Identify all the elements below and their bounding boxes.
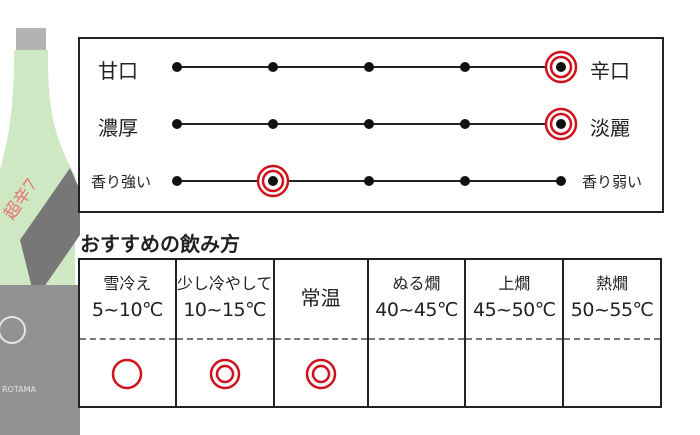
taste-left-label-2: 香り強い (91, 173, 152, 191)
double-circle-icon (209, 358, 240, 390)
serving-rating-2 (272, 339, 369, 408)
serving-name: 熱燗 (596, 274, 629, 293)
serving-name: 上燗 (498, 274, 531, 293)
scale-dot (556, 119, 566, 129)
scale-dot (268, 62, 278, 72)
svg-text:ROTAMA: ROTAMA (2, 385, 36, 394)
serving-header-0: 雪冷え 5~10℃ (78, 258, 177, 340)
scale-dot (556, 62, 566, 72)
scale-dot (364, 176, 374, 186)
scale-dot (268, 176, 278, 186)
serving-header-1: 少し冷やして 10~15℃ (174, 258, 275, 340)
scale-dot (268, 119, 278, 129)
serving-name: 雪冷え (103, 274, 152, 293)
serving-rating-3 (366, 339, 467, 408)
serving-temp: 50~55℃ (570, 299, 654, 321)
serving-header-3: ぬる燗 40~45℃ (366, 258, 467, 340)
serving-rating-0 (78, 339, 177, 408)
taste-left-label-0: 甘口 (98, 59, 138, 83)
serving-header-2: 常温 (272, 258, 369, 340)
double-circle-icon (305, 358, 336, 390)
serving-temp: 40~45℃ (375, 299, 458, 321)
scale-dot (556, 176, 566, 186)
serving-title: おすすめの飲み方 (80, 232, 240, 256)
taste-right-label-0: 辛口 (590, 59, 630, 83)
scale-dot (172, 62, 182, 72)
taste-left-label-1: 濃厚 (98, 116, 138, 140)
scale-dot (364, 119, 374, 129)
serving-name: 少し冷やして (176, 274, 273, 293)
serving-temp: 45~50℃ (473, 299, 556, 321)
serving-header-5: 熱燗 50~55℃ (562, 258, 662, 340)
taste-scale (172, 50, 578, 198)
serving-table: 雪冷え 5~10℃ 少し冷やして 10~15℃ 常温 ぬる燗 40~45℃ 上燗 45~50℃ 熱… (78, 258, 662, 408)
serving-rating-5 (562, 339, 662, 408)
serving-header-4: 上燗 45~50℃ (464, 258, 565, 340)
scale-dot (172, 119, 182, 129)
serving-name: ぬる燗 (392, 274, 441, 293)
taste-right-label-2: 香り弱い (582, 173, 643, 191)
serving-rating-1 (174, 339, 275, 408)
taste-right-label-1: 淡麗 (590, 116, 630, 140)
scale-dot (460, 119, 470, 129)
serving-temp: 10~15℃ (183, 299, 266, 321)
scale-dot (460, 62, 470, 72)
circle-icon (112, 358, 143, 390)
serving-rating-4 (464, 339, 565, 408)
scale-dot (364, 62, 374, 72)
scale-dot (460, 176, 470, 186)
scale-dot (172, 176, 182, 186)
serving-temp: 5~10℃ (91, 299, 164, 321)
serving-name: 常温 (300, 286, 341, 310)
sake-bottle-image: 超辛7 ROTAMA (0, 0, 80, 435)
